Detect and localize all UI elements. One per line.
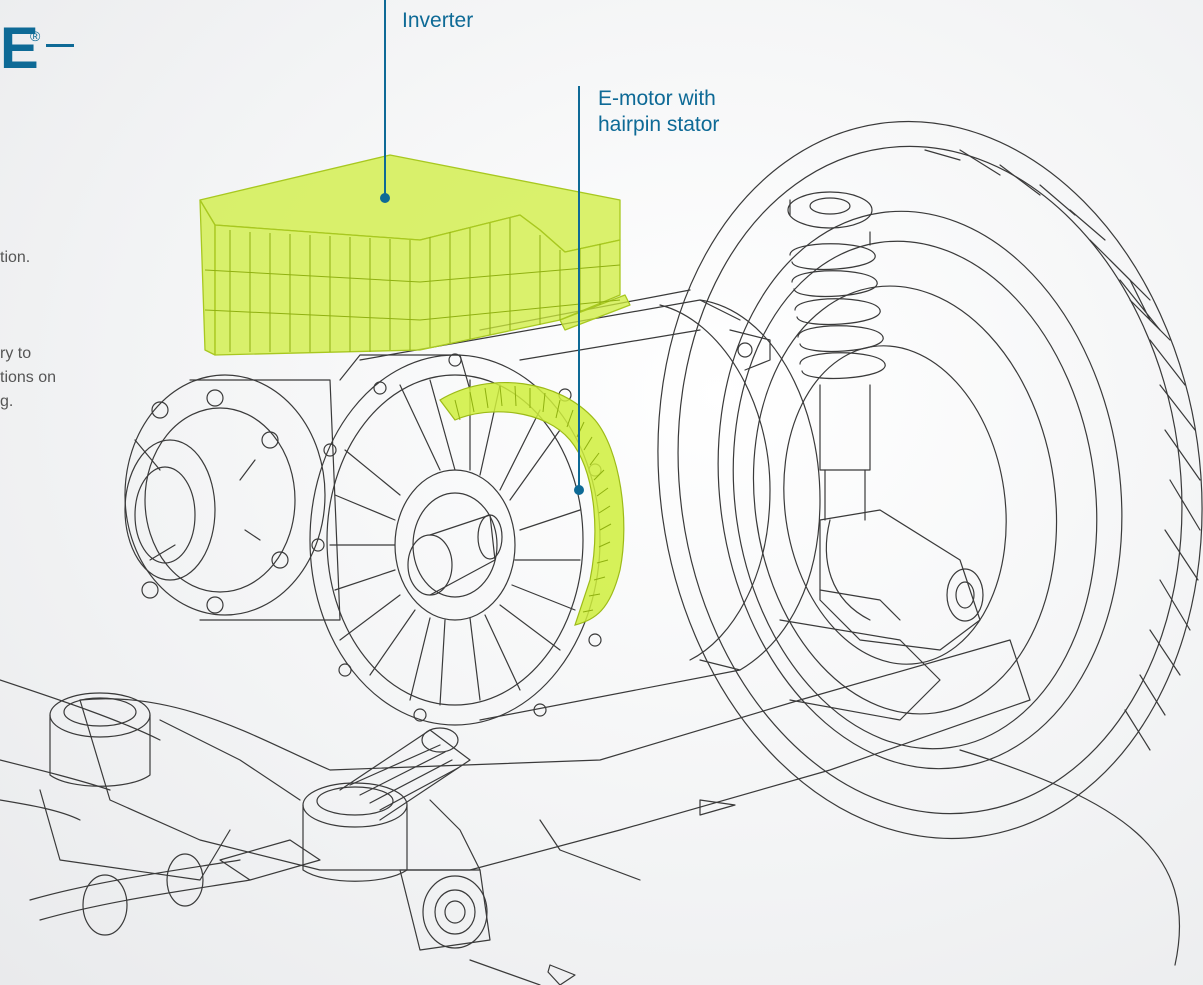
- inverter-highlight: [199, 154, 631, 356]
- emotor-label-line-2: hairpin stator: [598, 113, 720, 136]
- inverter-leader-line: [384, 0, 386, 197]
- left-mounts: [0, 679, 408, 936]
- brand-dash: [46, 44, 74, 47]
- side-text-line-3: tions on: [0, 369, 57, 386]
- brand-letter: E: [0, 16, 39, 81]
- inverter-leader-dot: [380, 193, 390, 203]
- strut-spring: [787, 191, 886, 521]
- motor-mount-bracket: [779, 589, 941, 721]
- registered-mark: ®: [30, 28, 41, 44]
- stator-highlight: [439, 382, 625, 626]
- lower-control-arm: [819, 509, 984, 651]
- motor-housing: [309, 289, 821, 726]
- subframe: [79, 639, 1031, 985]
- emotor-label-line-1: E-motor with: [598, 87, 716, 110]
- inverter-label: Inverter: [402, 9, 474, 32]
- callout-leaders: [380, 0, 584, 495]
- stator-leader-line: [578, 86, 580, 489]
- side-text-line-2: ry to: [0, 345, 32, 362]
- drive-shaft-boot: [339, 727, 471, 821]
- stator-leader-dot: [574, 485, 584, 495]
- ground-arc: [959, 749, 1180, 966]
- side-text-line-1: tion.: [0, 249, 31, 266]
- subframe-notch: [699, 799, 736, 816]
- side-text-line-4: g.: [0, 393, 14, 410]
- wheel: [657, 120, 1203, 840]
- gearbox-housing: [124, 374, 341, 621]
